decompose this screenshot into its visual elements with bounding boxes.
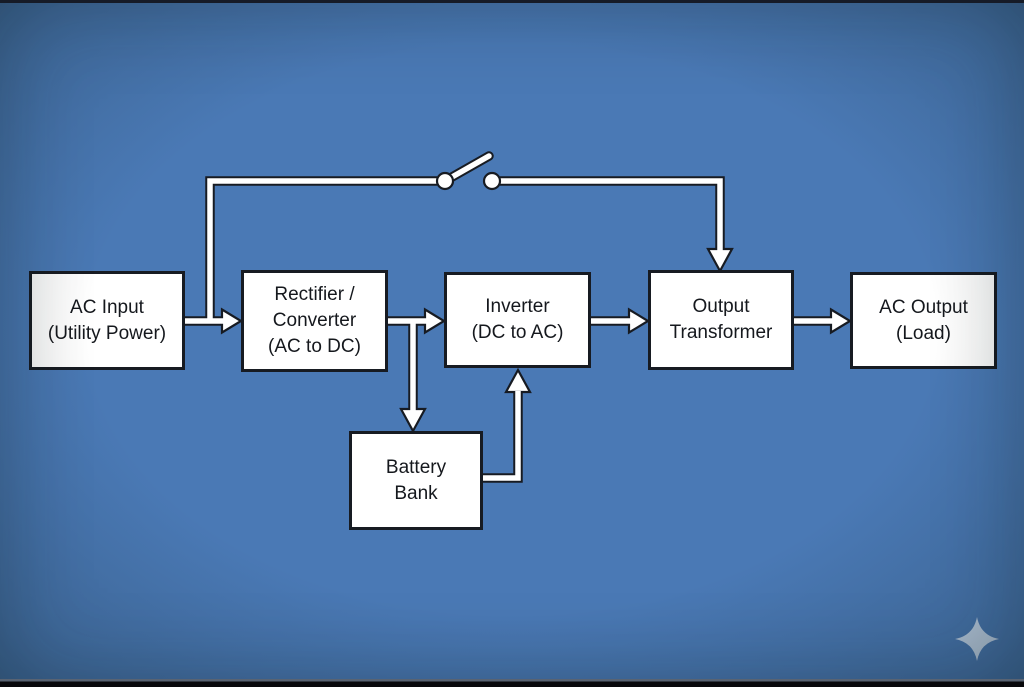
connector-bypass-right	[500, 176, 725, 252]
bottom-edge-bar	[0, 679, 1024, 687]
arrowhead-into-battery	[399, 407, 427, 434]
box-rectifier-line2: Converter	[272, 310, 357, 331]
box-ac-output: AC Output (Load)	[850, 272, 997, 369]
connector-battery-inverter	[483, 392, 523, 483]
connector-bypass-left-core	[207, 178, 437, 323]
arrowhead-bypass-into-transformer	[706, 247, 734, 274]
switch-contact-left	[435, 171, 455, 191]
box-ac-input: AC Input (Utility Power)	[29, 271, 185, 370]
switch-contact-right	[482, 171, 502, 191]
box-battery-line1: Battery	[385, 456, 447, 478]
top-edge-bar	[0, 0, 1024, 3]
connector-battery-inverter-core	[483, 391, 521, 481]
sparkle-icon	[955, 617, 999, 661]
box-rectifier-line1: Rectifier /	[274, 284, 355, 305]
box-ac-output-line1: AC Output	[879, 296, 968, 318]
box-battery-bank: Battery Bank	[349, 431, 483, 530]
box-inverter-line2: (DC to AC)	[471, 322, 564, 343]
connector-bypass-right-core	[500, 178, 723, 251]
box-ac-output-line2: (Load)	[896, 322, 951, 344]
box-inverter-line1: Inverter	[485, 296, 550, 317]
box-battery-line2: Bank	[394, 482, 438, 504]
box-ac-input-line1: AC Input	[70, 296, 144, 318]
box-inverter: Inverter (DC to AC)	[444, 272, 591, 368]
box-rectifier-line3: (AC to DC)	[268, 336, 361, 357]
arrowhead-battery-into-inverter	[504, 367, 532, 394]
box-output-transformer-line2: Transformer	[669, 322, 773, 343]
box-output-transformer: Output Transformer	[648, 270, 794, 370]
box-ac-input-line2: (Utility Power)	[47, 322, 167, 344]
box-output-transformer-line1: Output	[692, 296, 750, 317]
box-rectifier-converter: Rectifier / Converter (AC to DC)	[241, 270, 388, 372]
